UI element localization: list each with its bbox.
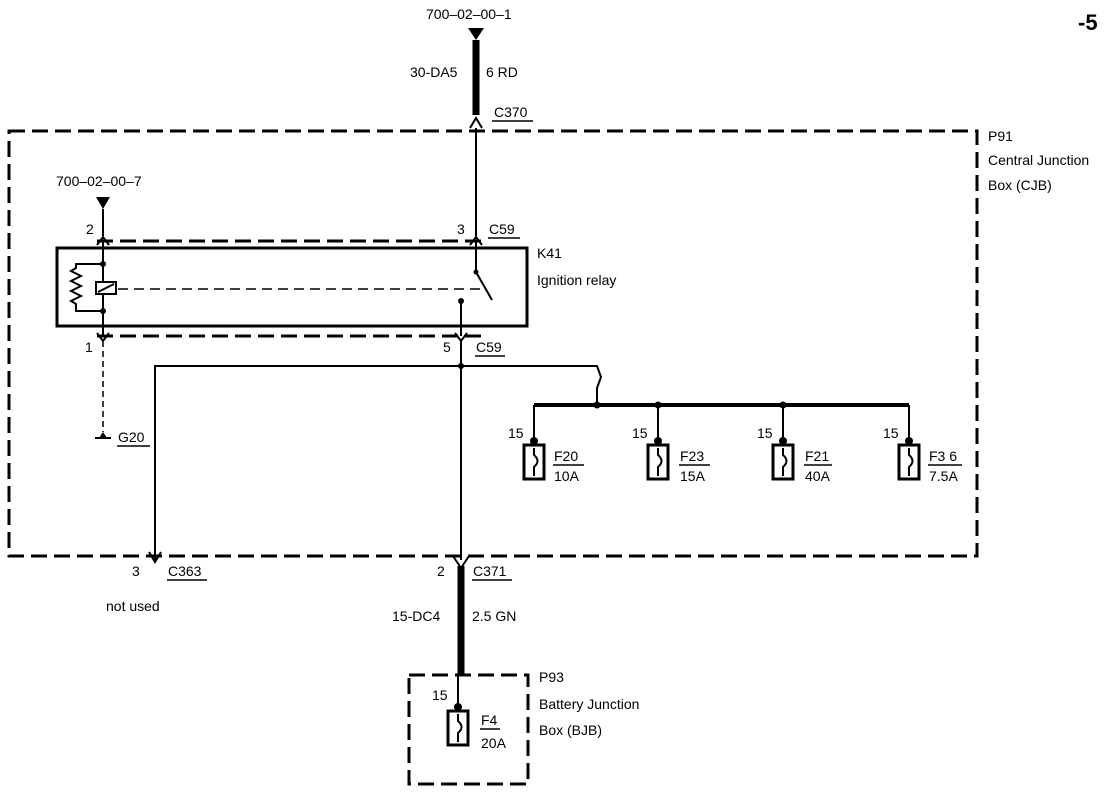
fuse-f36 — [897, 405, 921, 481]
fuse-f4-rating: 20A — [481, 735, 507, 751]
cjb-outline — [7, 129, 979, 558]
fuse-f23-id: F23 — [680, 448, 704, 464]
top-wire-spec: 6 RD — [486, 64, 518, 80]
fuse-f20-rating: 10A — [554, 468, 580, 484]
bjb-name-line1: Battery Junction — [539, 696, 639, 712]
fuse-f20 — [522, 405, 546, 481]
top-wire-circuit: 30-DA5 — [410, 64, 458, 80]
bottom-wire-spec: 2.5 GN — [472, 608, 516, 624]
c370-connector-mark — [469, 116, 483, 129]
fuse-f4-pin: 15 — [432, 687, 448, 703]
fuse-f23 — [646, 401, 670, 481]
bjb-id: P93 — [539, 669, 564, 685]
fuse-f21-rating: 40A — [805, 468, 831, 484]
fuse-f36-id: F3 6 — [929, 448, 957, 464]
c363-connector-mark — [148, 551, 162, 564]
c59-top-label: C59 — [489, 221, 515, 237]
c371-pin: 2 — [437, 563, 445, 579]
relay-body — [55, 246, 529, 328]
fuse-f20-id: F20 — [554, 448, 578, 464]
not-used-label: not used — [106, 598, 160, 614]
relay-coil-icon — [68, 241, 480, 336]
c371-label: C371 — [473, 563, 507, 579]
bjb-outline — [407, 673, 530, 786]
fuse-f21 — [771, 401, 795, 481]
relay-pin3-mark — [469, 235, 483, 246]
relay-id: K41 — [537, 245, 562, 261]
ground-icon-arrow — [99, 432, 107, 438]
fuse-f21-pin: 15 — [757, 425, 773, 441]
fuse-f4 — [446, 675, 470, 747]
page-label: -5 — [1078, 10, 1098, 35]
relay-pin-5: 5 — [443, 339, 451, 355]
bottom-wire-circuit: 15-DC4 — [392, 608, 440, 624]
left-reference: 700–02–00–7 — [56, 173, 142, 189]
g20-label: G20 — [118, 429, 145, 445]
relay-pin2-mark — [96, 235, 110, 246]
cjb-name-line1: Central Junction — [988, 152, 1089, 168]
fuse-f21-id: F21 — [805, 448, 829, 464]
c363-pin: 3 — [132, 563, 140, 579]
relay-name: Ignition relay — [537, 272, 616, 288]
bjb-name-line2: Box (BJB) — [539, 722, 602, 738]
c363-label: C363 — [168, 563, 202, 579]
fuse-feed-wire — [461, 365, 603, 405]
relay-pin-1: 1 — [85, 339, 93, 355]
cjb-name-line2: Box (CJB) — [988, 177, 1052, 193]
fuse-f36-rating: 7.5A — [929, 468, 958, 484]
c59-bottom-label: C59 — [476, 339, 502, 355]
left-reference-arrow — [96, 197, 110, 209]
c370-label: C370 — [494, 104, 528, 120]
top-reference-arrow — [468, 28, 484, 40]
relay-pin-2: 2 — [86, 221, 94, 237]
fuse-f4-id: F4 — [481, 712, 498, 728]
fuse-f20-pin: 15 — [508, 425, 524, 441]
relay-pin-3: 3 — [457, 221, 465, 237]
cjb-id: P91 — [988, 128, 1013, 144]
fuse-f23-pin: 15 — [632, 425, 648, 441]
fuse-f36-pin: 15 — [883, 425, 899, 441]
relay-switch-icon — [458, 241, 493, 336]
c363-wire — [154, 365, 461, 560]
fuse-bus-junction — [593, 401, 601, 409]
fuse-f23-rating: 15A — [680, 468, 706, 484]
top-reference: 700–02–00–1 — [426, 6, 512, 22]
